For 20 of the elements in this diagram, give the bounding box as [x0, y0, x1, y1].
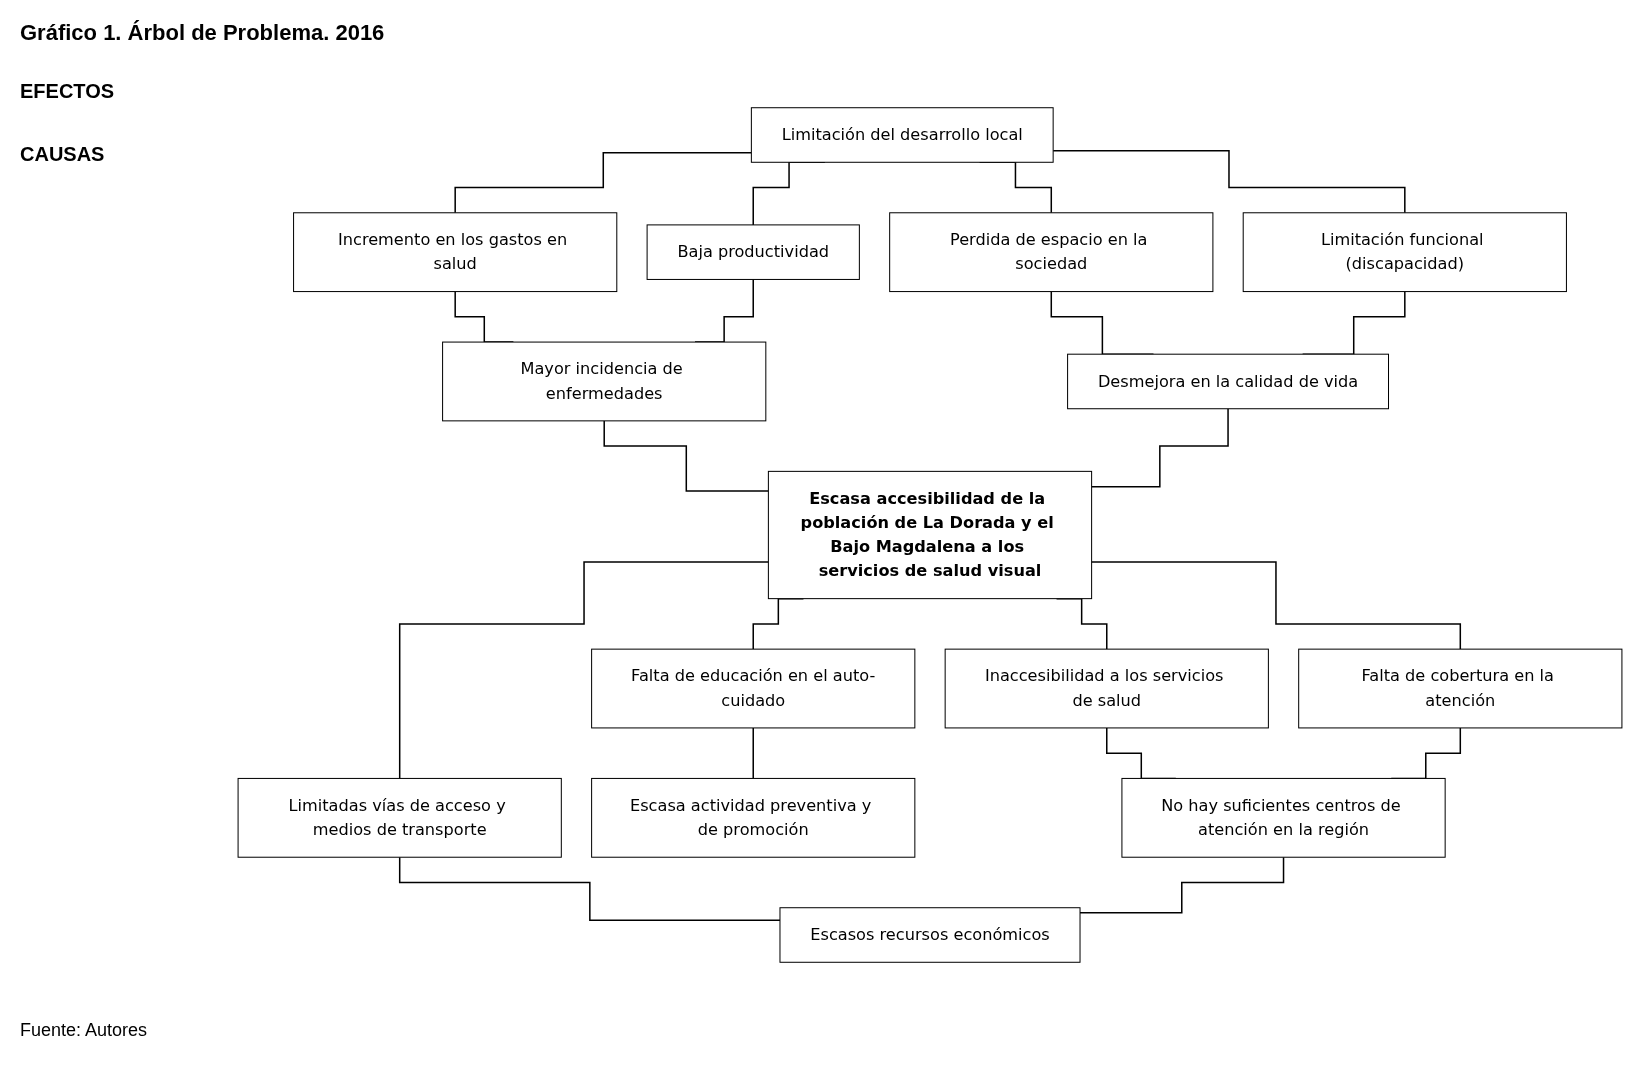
connector — [752, 727, 754, 780]
node-box: Limitación del desarrollo local — [750, 107, 1054, 163]
node-box: Inaccesibilidad a los servicios de salud — [944, 648, 1269, 729]
node-box: Desmejora en la calidad de vida — [1067, 353, 1389, 410]
node-box: Perdida de espacio en la sociedad — [889, 212, 1214, 293]
node-box: Incremento en los gastos en salud — [293, 212, 618, 293]
section-label: CAUSAS — [20, 143, 106, 166]
node-box: Escasa actividad preventiva y de promoción — [591, 777, 916, 858]
node-box: Baja productividad — [646, 224, 860, 280]
node-box: Falta de educación en el auto-cuidado — [591, 648, 916, 729]
node-box: Limitadas vías de acceso y medios de transporte — [237, 777, 562, 858]
node-box: Escasos recursos económicos — [779, 907, 1081, 963]
node-box: Escasa accesibilidad de la población de La Dorada y el Bajo Magdalena a los servicios de salud visual — [767, 470, 1093, 600]
source-note: Fuente: Autores — [20, 1020, 148, 1041]
diagram-title: Gráfico 1. Árbol de Problema. 2016 — [20, 20, 385, 46]
node-box: Limitación funcional (discapacidad) — [1242, 212, 1567, 293]
node-box: No hay suficientes centros de atención en la región — [1121, 777, 1446, 858]
node-box: Falta de cobertura en la atención — [1298, 648, 1623, 729]
section-label: EFECTOS — [20, 80, 116, 103]
node-box: Mayor incidencia de enfermedades — [442, 341, 767, 422]
